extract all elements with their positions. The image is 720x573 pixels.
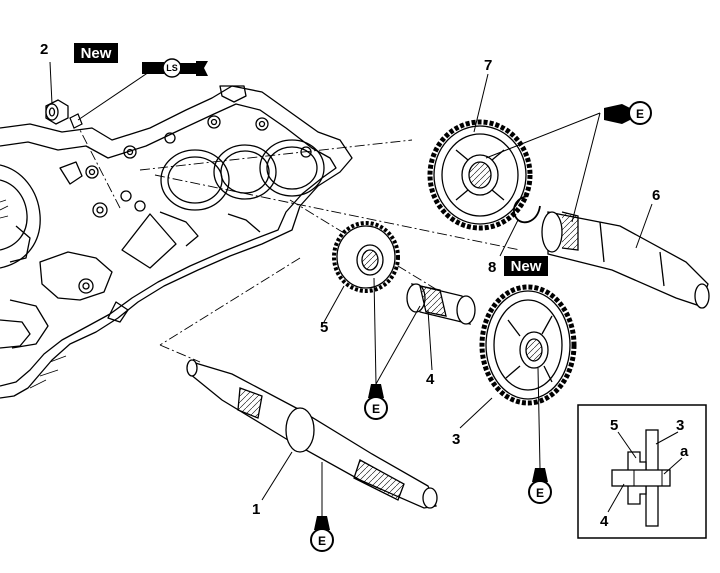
shaft-part-6 bbox=[541, 211, 710, 309]
oil-e-1-text: E bbox=[318, 534, 326, 548]
callout-1: 1 bbox=[252, 501, 260, 518]
new-badge-top-text: New bbox=[81, 45, 112, 62]
ls-label: LS bbox=[166, 63, 178, 73]
oil-e-4-5-text: E bbox=[372, 402, 380, 416]
callout-2: 2 bbox=[40, 41, 48, 58]
pin-part bbox=[69, 113, 83, 129]
leader-2 bbox=[49, 61, 53, 105]
leader-ls bbox=[77, 69, 153, 121]
new-badge-8: New bbox=[504, 256, 548, 276]
inset-callout-4: 4 bbox=[600, 513, 609, 530]
leader-7-oil bbox=[485, 112, 601, 159]
engine-oil-icon-1: E bbox=[310, 516, 334, 552]
inset-callout-a: a bbox=[680, 443, 689, 460]
shaft-part-1 bbox=[186, 359, 438, 509]
callout-3: 3 bbox=[452, 431, 460, 448]
callout-7: 7 bbox=[484, 57, 492, 74]
inset-detail: 5 3 a 4 bbox=[577, 404, 707, 539]
collar-part-4 bbox=[406, 283, 476, 325]
callout-8: 8 bbox=[488, 259, 496, 276]
leader-5-oil bbox=[373, 277, 377, 385]
engine-oil-icon-top: E bbox=[604, 101, 652, 125]
callout-5: 5 bbox=[320, 319, 328, 336]
callout-4: 4 bbox=[426, 371, 435, 388]
new-badge-top: New bbox=[74, 43, 118, 63]
engine-oil-icon-3: E bbox=[528, 468, 552, 504]
leader-6-oil bbox=[571, 112, 601, 223]
lithium-soap-grease-icon: LS bbox=[142, 58, 208, 78]
callouts bbox=[261, 73, 653, 501]
bearing-part-2 bbox=[45, 99, 69, 125]
callout-6: 6 bbox=[652, 187, 660, 204]
gear-part-5 bbox=[332, 221, 400, 293]
inset-callout-3: 3 bbox=[676, 417, 684, 434]
oil-e-3-text: E bbox=[536, 486, 544, 500]
new-badge-8-text: New bbox=[511, 258, 542, 275]
oil-e-top-text: E bbox=[636, 107, 644, 121]
engine-oil-icon-4-5: E bbox=[364, 384, 388, 420]
gear-part-3 bbox=[479, 284, 577, 406]
crankcase bbox=[0, 85, 353, 399]
leader-4-oil bbox=[375, 305, 421, 385]
leader-3-oil bbox=[537, 367, 541, 469]
gear-part-7 bbox=[427, 119, 533, 231]
inset-callout-5: 5 bbox=[610, 417, 618, 434]
